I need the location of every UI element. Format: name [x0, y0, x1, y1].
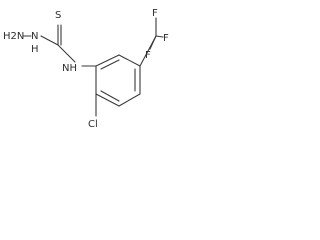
ring-bond-1 — [95, 54, 120, 67]
ring-bond-5 — [95, 93, 120, 107]
atom-nh-label: NH — [62, 63, 77, 74]
ring-bond-2 — [118, 54, 141, 67]
atom-cl-label: Cl — [88, 119, 98, 130]
atom-f-bottom-label: F — [145, 50, 151, 61]
bond-c-nh — [57, 44, 76, 63]
atom-h-label: H — [31, 44, 39, 55]
bond-c-f-bottom — [149, 35, 157, 50]
atom-s-label: S — [55, 10, 61, 21]
bond-c-f-right — [155, 35, 164, 38]
atom-f-top-label: F — [152, 8, 158, 19]
chemical-structure-diagram: H2N N H S NH Cl F F F — [3, 8, 169, 130]
ring-bond-4 — [118, 93, 141, 107]
atom-n-label: N — [31, 31, 38, 42]
atom-f-right-label: F — [163, 33, 169, 44]
ring-double-1 — [100, 59, 120, 70]
bond-n-c-thio — [40, 35, 59, 46]
ring-double-3 — [100, 90, 120, 102]
atom-h2n-label: H2N — [3, 31, 24, 42]
